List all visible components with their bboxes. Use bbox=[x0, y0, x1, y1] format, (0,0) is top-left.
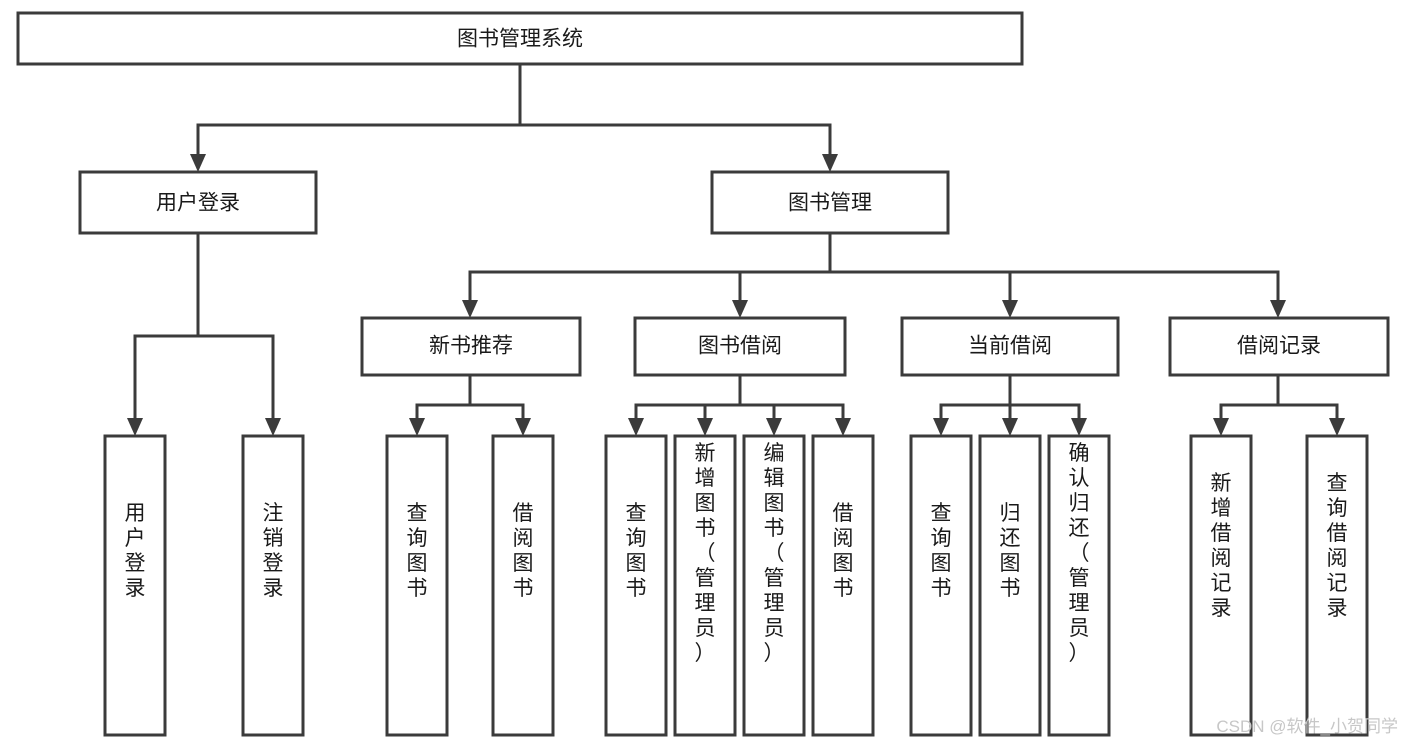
node-leaf-query-book-3[interactable]: 查询图书 bbox=[909, 434, 973, 737]
node-leaf-user-login-box[interactable] bbox=[103, 434, 167, 737]
node-leaf-add-book[interactable]: 新增图书（管理员） bbox=[673, 434, 737, 737]
node-new-book-recommend-box[interactable] bbox=[360, 316, 582, 377]
node-leaf-borrow-book-1-label: 借阅图书 bbox=[513, 502, 534, 600]
node-leaf-borrow-book-2-label: 借阅图书 bbox=[833, 502, 854, 600]
node-borrow-record[interactable]: 借阅记录 bbox=[1168, 316, 1390, 377]
arrow-borrowrecord-leaf-1 bbox=[1213, 418, 1229, 436]
node-leaf-borrow-book-2-box[interactable] bbox=[811, 434, 875, 737]
node-user-login[interactable]: 用户登录 bbox=[78, 170, 318, 235]
node-leaf-borrow-book-1[interactable]: 借阅图书 bbox=[491, 434, 555, 737]
node-new-book-recommend-label: 新书推荐 bbox=[429, 335, 513, 358]
node-leaf-user-login-label: 用户登录 bbox=[125, 502, 146, 600]
arrow-borrowrecord-leaf-2 bbox=[1329, 418, 1345, 436]
node-leaf-return-book-box[interactable] bbox=[978, 434, 1042, 737]
node-leaf-edit-book-box[interactable] bbox=[742, 434, 806, 737]
node-leaf-query-book-3-box[interactable] bbox=[909, 434, 973, 737]
arrow-currentborrow-leaf-2 bbox=[1002, 418, 1018, 436]
node-leaf-query-book-1-label: 查询图书 bbox=[407, 502, 428, 600]
arrow-bookborrow-leaf-1 bbox=[628, 418, 644, 436]
node-root-label: 图书管理系统 bbox=[457, 28, 583, 51]
connector-layer bbox=[127, 62, 1345, 436]
arrow-newbook-leaf-2 bbox=[515, 418, 531, 436]
node-leaf-add-record-label: 新增借阅记录 bbox=[1211, 472, 1232, 620]
arrow-bookborrow-leaf-4 bbox=[835, 418, 851, 436]
csdn-watermark: CSDN @软件_小贺同学 bbox=[1216, 717, 1398, 736]
node-leaf-confirm-return-box[interactable] bbox=[1047, 434, 1111, 737]
node-leaf-query-record-box[interactable] bbox=[1305, 434, 1369, 737]
node-leaf-query-book-2[interactable]: 查询图书 bbox=[604, 434, 668, 737]
node-leaf-add-book-label: 新增图书（管理员） bbox=[695, 442, 716, 665]
node-root[interactable]: 图书管理系统 bbox=[16, 11, 1024, 66]
node-leaf-borrow-book-1-box[interactable] bbox=[491, 434, 555, 737]
node-leaf-confirm-return[interactable]: 确认归还（管理员） bbox=[1047, 434, 1111, 737]
arrow-bookmgmt-to-current-borrow bbox=[1002, 300, 1018, 318]
arrow-bookmgmt-to-borrow-record bbox=[1270, 300, 1286, 318]
node-borrow-record-label: 借阅记录 bbox=[1237, 335, 1321, 358]
node-new-book-recommend[interactable]: 新书推荐 bbox=[360, 316, 582, 377]
node-leaf-confirm-return-label: 确认归还（管理员） bbox=[1069, 442, 1090, 665]
node-leaf-query-record[interactable]: 查询借阅记录 bbox=[1305, 434, 1369, 737]
node-current-borrow[interactable]: 当前借阅 bbox=[900, 316, 1120, 377]
node-leaf-query-book-2-label: 查询图书 bbox=[626, 502, 647, 600]
node-leaf-return-book-label: 归还图书 bbox=[1000, 502, 1021, 600]
arrow-currentborrow-leaf-1 bbox=[933, 418, 949, 436]
node-user-login-label: 用户登录 bbox=[156, 192, 240, 215]
arrow-currentborrow-leaf-3 bbox=[1071, 418, 1087, 436]
node-leaf-add-record[interactable]: 新增借阅记录 bbox=[1189, 434, 1253, 737]
node-book-borrow[interactable]: 图书借阅 bbox=[633, 316, 847, 377]
node-leaf-add-book-box[interactable] bbox=[673, 434, 737, 737]
arrow-bookborrow-leaf-3 bbox=[766, 418, 782, 436]
node-leaf-logout-login-box[interactable] bbox=[241, 434, 305, 737]
arrow-bookmgmt-to-new-book bbox=[462, 300, 478, 318]
arrow-bookmgmt-to-book-borrow bbox=[732, 300, 748, 318]
node-leaf-edit-book-label: 编辑图书（管理员） bbox=[764, 442, 785, 665]
node-leaf-edit-book[interactable]: 编辑图书（管理员） bbox=[742, 434, 806, 737]
node-leaf-query-book-3-label: 查询图书 bbox=[931, 502, 952, 600]
node-user-login-box[interactable] bbox=[78, 170, 318, 235]
node-book-borrow-box[interactable] bbox=[633, 316, 847, 377]
node-leaf-user-login[interactable]: 用户登录 bbox=[103, 434, 167, 737]
node-leaf-query-record-label: 查询借阅记录 bbox=[1327, 472, 1348, 620]
node-root-box[interactable] bbox=[16, 11, 1024, 66]
node-current-borrow-box[interactable] bbox=[900, 316, 1120, 377]
node-leaf-logout-login[interactable]: 注销登录 bbox=[241, 434, 305, 737]
node-current-borrow-label: 当前借阅 bbox=[968, 335, 1052, 358]
arrow-user-login-leaf-1 bbox=[127, 418, 143, 436]
node-leaf-logout-login-label: 注销登录 bbox=[263, 502, 284, 600]
node-leaf-return-book[interactable]: 归还图书 bbox=[978, 434, 1042, 737]
arrow-root-to-user-login bbox=[190, 154, 206, 172]
node-leaf-query-book-2-box[interactable] bbox=[604, 434, 668, 737]
node-leaf-borrow-book-2[interactable]: 借阅图书 bbox=[811, 434, 875, 737]
node-book-management[interactable]: 图书管理 bbox=[710, 170, 950, 235]
arrow-root-to-book-management bbox=[822, 154, 838, 172]
node-book-management-label: 图书管理 bbox=[788, 192, 872, 215]
arrow-bookborrow-leaf-2 bbox=[697, 418, 713, 436]
arrow-newbook-leaf-1 bbox=[409, 418, 425, 436]
arrow-user-login-leaf-2 bbox=[265, 418, 281, 436]
node-leaf-query-book-1-box[interactable] bbox=[385, 434, 449, 737]
node-book-borrow-label: 图书借阅 bbox=[698, 335, 782, 358]
node-borrow-record-box[interactable] bbox=[1168, 316, 1390, 377]
node-leaf-add-record-box[interactable] bbox=[1189, 434, 1253, 737]
node-book-management-box[interactable] bbox=[710, 170, 950, 235]
node-leaf-query-book-1[interactable]: 查询图书 bbox=[385, 434, 449, 737]
